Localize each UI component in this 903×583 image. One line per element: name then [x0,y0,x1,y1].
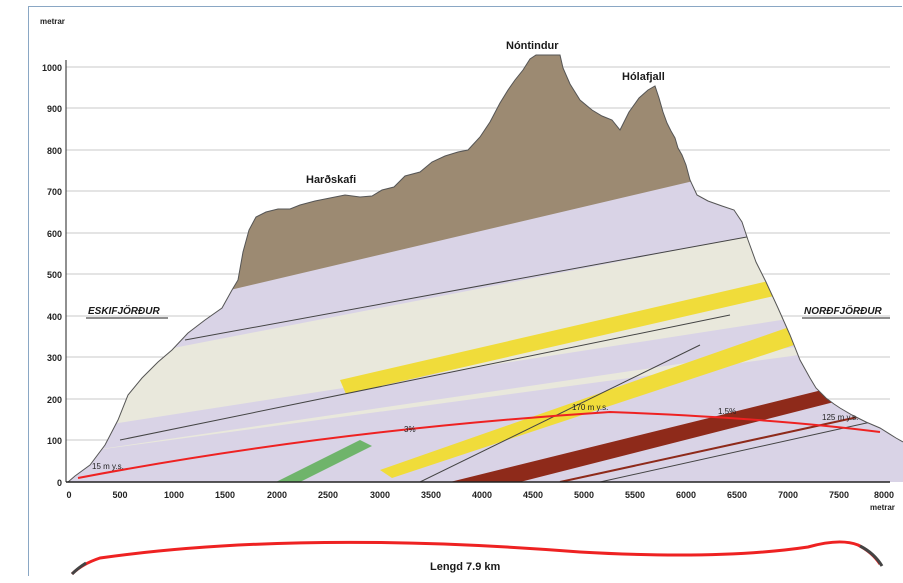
y-tick-600: 600 [47,229,62,239]
annotation-summit: 170 m y.s. [572,403,608,412]
place-label-eskifjordur: ESKIFJÖRÐUR [88,304,160,317]
x-tick-4000: 4000 [472,490,492,500]
length-profile-line [70,540,882,576]
peak-label-holafjall: Hólafjall [622,71,665,83]
length-label: Lengd 7.9 km [430,561,501,573]
mountain-outline [67,54,903,483]
frame-border [28,6,902,576]
x-tick-500: 500 [112,490,127,500]
pale-upper-band [68,205,903,378]
y-unit-label: metrar [40,17,65,26]
annotation-left-portal: 15 m y.s. [92,462,124,471]
y-tick-900: 900 [47,104,62,114]
length-profile-left-end [70,561,87,576]
x-tick-5500: 5500 [625,490,645,500]
yellow-dyke-upper [340,276,796,394]
y-tick-400: 400 [47,312,62,322]
x-tick-6500: 6500 [727,490,747,500]
x-tick-1500: 1500 [215,490,235,500]
x-tick-5000: 5000 [574,490,594,500]
tunnel-line [77,410,881,479]
fault-line-4 [599,419,881,482]
x-unit-label: metrar [870,503,895,512]
length-profile-right-end [859,544,884,567]
annotation-right-portal: 125 m y.s. [822,413,858,422]
green-layer [276,440,372,482]
place-label-nordfjordur: NORÐFJÖRÐUR [804,304,883,317]
x-tick-4500: 4500 [523,490,543,500]
x-tick-3000: 3000 [370,490,390,500]
y-tick-labels: metrar 0 100 200 300 400 500 600 700 800… [40,17,65,488]
y-tick-700: 700 [47,187,62,197]
yellow-dyke-lower [380,325,803,478]
x-tick-2500: 2500 [318,490,338,500]
x-tick-3500: 3500 [421,490,441,500]
y-tick-800: 800 [47,146,62,156]
peak-label-nontindur: Nóntindur [506,40,559,52]
y-tick-200: 200 [47,395,62,405]
red-thin-line [559,409,891,482]
annotation-grade-left: 3% [404,425,416,434]
x-tick-0: 0 [66,490,71,500]
x-tick-8000: 8000 [874,490,894,500]
fault-line-3 [419,344,701,482]
y-tick-0: 0 [57,478,62,488]
lavender-middle-band [68,300,903,455]
y-tick-100: 100 [47,436,62,446]
peak-label-hardskafi: Harðskafi [306,174,356,186]
x-tick-6000: 6000 [676,490,696,500]
x-tick-1000: 1000 [164,490,184,500]
fault-line-1 [184,228,791,341]
red-layer [450,388,842,482]
x-tick-2000: 2000 [267,490,287,500]
x-tick-7500: 7500 [829,490,849,500]
y-tick-1000: 1000 [42,63,62,73]
annotation-grade-right: 1.5% [718,407,736,416]
y-tick-300: 300 [47,353,62,363]
y-tick-500: 500 [47,270,62,280]
x-tick-labels: 0 500 1000 1500 2000 2500 3000 3500 4000… [66,490,894,512]
x-tick-7000: 7000 [778,490,798,500]
fault-line-2 [119,314,731,441]
